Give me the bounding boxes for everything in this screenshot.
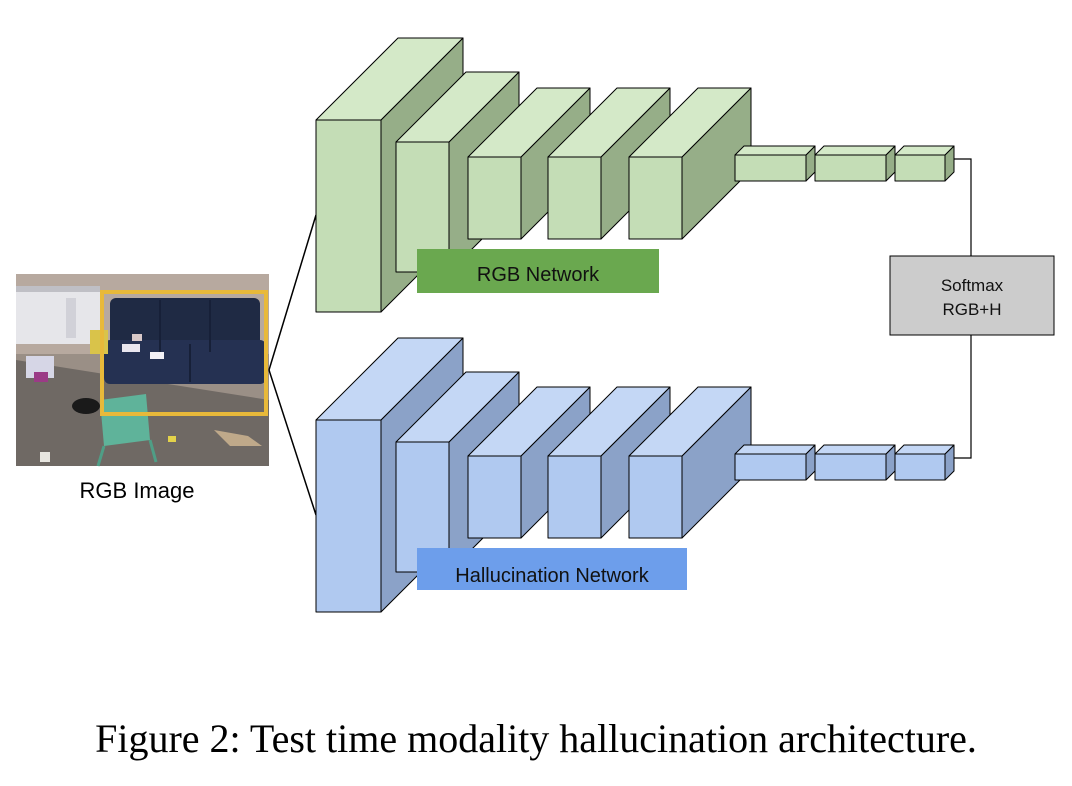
rgb-fc-layer-6 [734, 145, 816, 182]
rgb-fc-layer-7 [814, 145, 896, 182]
softmax-label: Softmax [941, 276, 1004, 295]
hallucination-network-label: Hallucination Network [455, 565, 649, 587]
connector-image-to-rgb [268, 214, 317, 371]
rgb-network-label: RGB Network [477, 264, 600, 286]
rgb-image-label: RGB Image [80, 478, 195, 503]
connector-image-to-hallucination [268, 369, 317, 516]
hallucination-fc-layer-6 [734, 444, 816, 481]
softmax-sublabel: RGB+H [942, 300, 1001, 319]
hallucination-network [315, 337, 955, 613]
softmax-fusion-box [889, 255, 1055, 336]
rgb-network-label-box [417, 249, 659, 293]
connector-hallucination-to-softmax [954, 335, 972, 459]
rgb-network [315, 37, 955, 313]
hallucination-fc-layer-8 [894, 444, 955, 481]
connector-rgb-to-softmax [954, 158, 972, 256]
rgb-conv-block-5 [628, 87, 752, 240]
rgb-image [16, 274, 269, 467]
hallucination-network-label-box [417, 548, 687, 590]
figure-caption: Figure 2: Test time modality hallucinati… [95, 716, 977, 761]
rgb-fc-layer-8 [894, 145, 955, 182]
hallucination-conv-block-5 [628, 386, 752, 539]
hallucination-fc-layer-7 [814, 444, 896, 481]
